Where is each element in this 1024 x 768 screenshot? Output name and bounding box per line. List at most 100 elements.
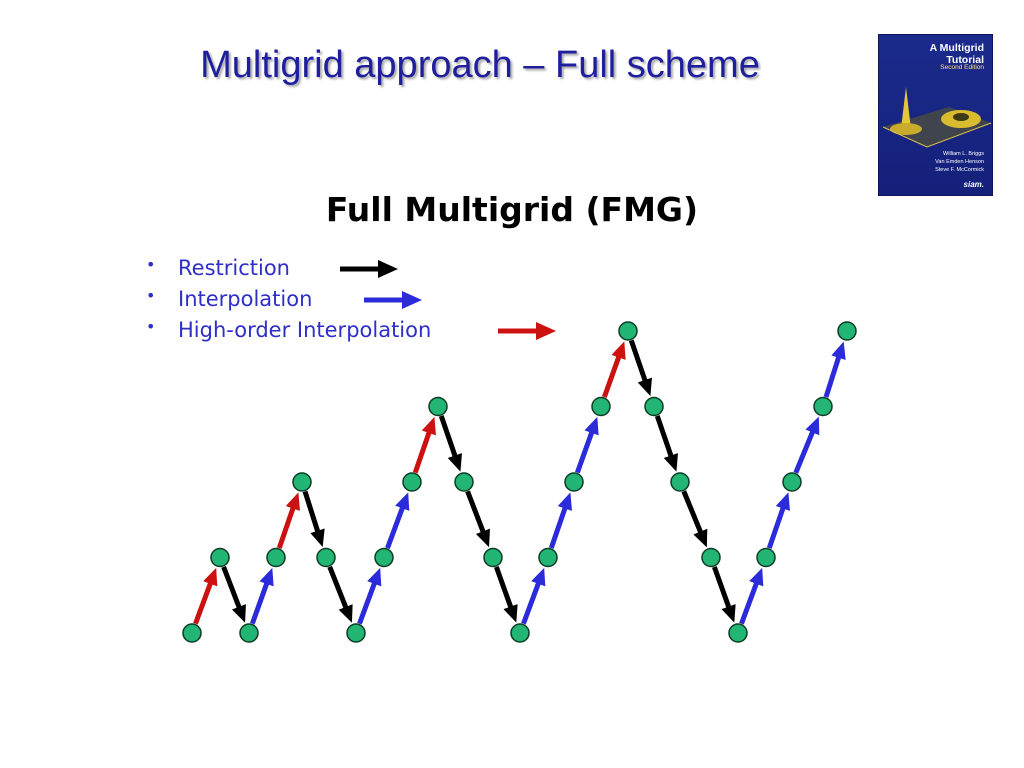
arrow-shaft: [385, 505, 406, 549]
arrow-head: [749, 567, 764, 587]
grid-node: [837, 321, 857, 341]
interpolation-arrow: [823, 341, 846, 398]
interpolation-arrow: [793, 416, 820, 474]
grid-node: [483, 547, 503, 568]
arrow-head: [637, 377, 652, 397]
arrow-shaft: [494, 566, 514, 610]
bullet: •: [146, 286, 156, 305]
legend-label-high-order-interpolation: High-order Interpolation: [178, 318, 432, 342]
arrow-head: [557, 492, 572, 511]
legend-item-high-order-interpolation: • High-order Interpolation: [146, 315, 566, 346]
high-order-interpolation-arrow: [602, 341, 626, 398]
arrow-head: [367, 567, 382, 587]
book-title-line1: A Multigrid: [929, 42, 984, 54]
arrow-head: [531, 567, 546, 587]
arrow-shaft: [654, 415, 674, 459]
restriction-arrow: [221, 565, 246, 623]
interpolation-arrow-icon: [364, 291, 422, 309]
arrow-head: [310, 528, 325, 548]
interpolation-arrow: [385, 492, 410, 549]
arrow-shaft: [221, 565, 243, 610]
restriction-arrow: [712, 566, 736, 623]
book-cover-image: A Multigrid Tutorial Second Edition Will…: [878, 34, 993, 196]
interpolation-arrow: [766, 492, 790, 549]
grid-node: [756, 547, 776, 568]
grid-node: [346, 623, 366, 643]
interpolation-arrow: [521, 567, 546, 625]
arrow-shaft: [412, 430, 432, 474]
bullet: •: [146, 255, 156, 274]
book-surface-plot-graphic: [882, 87, 992, 148]
arrow-shaft: [465, 490, 487, 535]
arrow-shaft: [193, 581, 214, 625]
arrow-shaft: [327, 565, 349, 610]
restriction-arrow: [327, 565, 353, 623]
arrow-head: [584, 416, 599, 436]
arrow-shaft: [521, 581, 542, 625]
arrow-shaft: [250, 581, 270, 625]
slide-title: Multigrid approach – Full scheme: [200, 44, 760, 86]
grid-node: [454, 472, 474, 492]
grid-node: [728, 623, 748, 643]
grid-node: [374, 547, 394, 568]
grid-node: [538, 547, 558, 568]
arrow-head: [285, 492, 300, 511]
grid-node: [402, 472, 422, 492]
arrow-shaft: [575, 430, 595, 474]
arrow-head: [663, 453, 678, 472]
legend-item-restriction: • Restriction: [146, 253, 566, 284]
grid-node: [510, 623, 530, 643]
legend-label-interpolation: Interpolation: [178, 287, 313, 311]
high-order-interpolation-arrow: [412, 416, 436, 474]
book-edition: Second Edition: [940, 64, 984, 71]
arrow-shaft: [823, 355, 842, 398]
arrow-shaft: [302, 490, 321, 534]
grid-node: [428, 396, 448, 417]
interpolation-arrow: [548, 492, 572, 549]
grid-node: [316, 547, 336, 568]
arrow-head: [203, 567, 218, 587]
arrow-head: [721, 604, 736, 623]
grid-node: [618, 321, 638, 341]
arrow-shaft: [276, 505, 296, 549]
book-author-2: Van Emden Henson: [935, 159, 984, 165]
arrow-head: [831, 341, 846, 360]
restriction-arrow: [494, 566, 518, 623]
arrow-shaft: [628, 339, 648, 383]
restriction-arrow: [681, 490, 708, 548]
arrow-head: [421, 416, 436, 436]
arrow-head: [611, 341, 626, 360]
grid-node: [564, 472, 584, 492]
interpolation-arrow: [739, 567, 764, 625]
arrow-head: [475, 528, 490, 548]
book-publisher: siam.: [963, 180, 984, 189]
diagram-title: Full Multigrid (FMG): [325, 190, 699, 229]
grid-node: [292, 472, 312, 492]
high-order-interpolation-arrow: [193, 567, 218, 625]
restriction-arrow: [302, 490, 325, 548]
interpolation-arrow: [357, 567, 382, 625]
arrow-head: [693, 528, 708, 548]
arrow-shaft: [357, 581, 378, 625]
restriction-arrow-icon: [340, 260, 398, 278]
grid-node: [591, 396, 611, 417]
grid-node: [644, 396, 664, 417]
grid-node: [670, 472, 690, 492]
arrow-head: [338, 604, 353, 623]
arrow-head: [395, 492, 410, 511]
grid-node: [813, 396, 833, 417]
arrow-head: [775, 492, 790, 511]
grid-node: [782, 472, 802, 492]
legend: • Restriction • Interpolation • High-ord…: [146, 253, 566, 346]
arrow-shaft: [548, 505, 568, 549]
book-author-1: William L. Briggs: [943, 151, 984, 157]
arrow-head: [447, 453, 462, 472]
high-order-interpolation-arrow-icon: [498, 322, 556, 340]
bullet: •: [146, 317, 156, 336]
arrow-shaft: [602, 354, 622, 398]
restriction-arrow: [628, 339, 652, 397]
grid-node: [266, 547, 286, 568]
book-title-line2: Tutorial: [946, 54, 984, 66]
legend-label-restriction: Restriction: [178, 256, 290, 280]
high-order-interpolation-arrow: [276, 492, 300, 549]
